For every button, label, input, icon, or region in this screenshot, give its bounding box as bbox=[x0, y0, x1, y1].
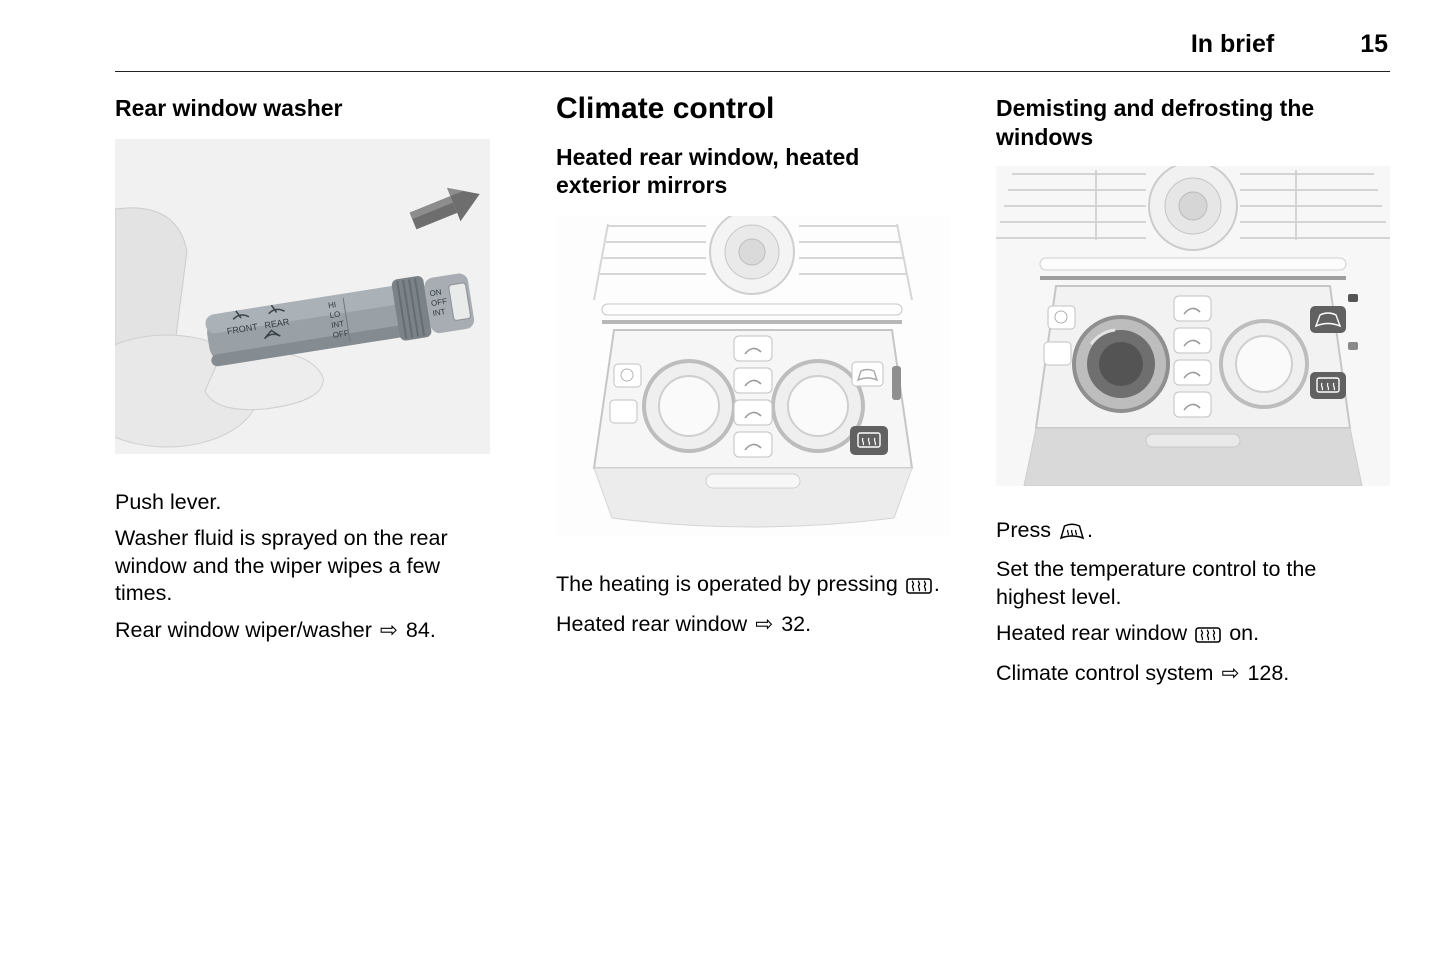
push-lever-paragraph: Push lever. bbox=[115, 489, 222, 514]
page-reference-arrow-icon: ⇨ bbox=[379, 617, 398, 642]
temperature-control-paragraph: Set the temperature control to the highe… bbox=[996, 557, 1317, 609]
on-text: on. bbox=[1229, 621, 1260, 646]
wiper-washer-reference: Rear window wiper/washer ⇨ 84. bbox=[115, 617, 490, 645]
wiper-lever-illustration: FRONT REAR HI LO INT OFF ON OFF INT bbox=[74, 138, 490, 459]
press-paragraph: Press . bbox=[996, 517, 1390, 548]
stalk-label-on2: ON bbox=[429, 287, 442, 298]
windscreen-demist-icon bbox=[1059, 520, 1085, 548]
header-row: In brief 15 bbox=[0, 0, 1445, 59]
demisting-heading: Demisting and defrosting the windows bbox=[996, 95, 1315, 150]
column-climate-control: Climate control Heated rear window, heat… bbox=[529, 92, 972, 922]
reference-page: 32. bbox=[781, 611, 812, 636]
heated-rear-window-icon bbox=[906, 574, 932, 602]
reference-text: Heated rear window bbox=[556, 611, 748, 636]
push-arrow-icon bbox=[409, 187, 480, 230]
climate-control-heading: Climate control bbox=[556, 92, 775, 125]
press-text: Press bbox=[996, 517, 1051, 542]
heated-rear-window-on-paragraph: Heated rear window on. bbox=[996, 620, 1390, 651]
heating-operation-text: The heating is operated by pressing bbox=[556, 572, 898, 597]
page-reference-arrow-icon: ⇨ bbox=[755, 611, 774, 636]
rear-window-washer-heading: Rear window washer bbox=[115, 95, 343, 121]
reference-page: 128. bbox=[1247, 660, 1290, 685]
stalk-label-off: OFF bbox=[332, 328, 349, 339]
stalk-label-front: FRONT bbox=[226, 321, 259, 336]
heated-rear-window-text: Heated rear window bbox=[996, 621, 1188, 646]
wiper-stalk: FRONT REAR HI LO INT OFF ON OFF INT bbox=[205, 273, 475, 367]
page-reference-arrow-icon: ⇨ bbox=[1221, 660, 1240, 685]
wiper-lever-svg: FRONT REAR HI LO INT OFF ON OFF INT bbox=[74, 138, 490, 454]
header-rule bbox=[115, 71, 1390, 72]
column-demisting-defrosting: Demisting and defrosting the windows bbox=[972, 92, 1390, 922]
heated-rear-window-button bbox=[1310, 371, 1346, 399]
stalk-label-int2: INT bbox=[432, 307, 446, 318]
page-number: 15 bbox=[1360, 30, 1388, 58]
reference-page: 84. bbox=[405, 617, 436, 642]
sentence-end: . bbox=[933, 572, 940, 597]
heating-operation-paragraph: The heating is operated by pressing . bbox=[556, 571, 944, 602]
defrost-panel-svg bbox=[996, 160, 1390, 486]
windscreen-demist-button-highlight bbox=[1310, 305, 1346, 333]
reference-text: Rear window wiper/washer bbox=[115, 617, 372, 642]
heated-rear-window-reference: Heated rear window ⇨ 32. bbox=[556, 611, 944, 639]
heated-rear-window-button-highlight bbox=[850, 426, 888, 456]
sentence-end: . bbox=[1086, 517, 1093, 542]
reference-text: Climate control system bbox=[996, 660, 1214, 685]
climate-system-reference: Climate control system ⇨ 128. bbox=[996, 660, 1390, 688]
page-header: In brief 15 bbox=[0, 0, 1445, 72]
temperature-knob-highlight bbox=[1072, 314, 1170, 413]
stalk-label-rear: REAR bbox=[264, 316, 291, 330]
climate-panel-svg bbox=[556, 209, 949, 537]
stalk-label-lo: LO bbox=[329, 309, 341, 320]
heated-rear-window-icon bbox=[1195, 623, 1222, 651]
washer-fluid-paragraph: Washer fluid is sprayed on the rear wind… bbox=[115, 526, 448, 606]
defrost-panel-illustration bbox=[996, 160, 1390, 491]
page-columns: Rear window washer bbox=[74, 92, 1390, 922]
stalk-label-off2: OFF bbox=[430, 296, 447, 307]
stalk-label-int: INT bbox=[331, 319, 345, 330]
stalk-label-hi: HI bbox=[327, 300, 336, 310]
section-title: In brief bbox=[1190, 30, 1275, 58]
heated-rear-window-subheading: Heated rear window, heated exterior mirr… bbox=[556, 143, 860, 199]
column-rear-window-washer: Rear window washer bbox=[74, 92, 529, 922]
climate-panel-illustration bbox=[556, 209, 949, 541]
